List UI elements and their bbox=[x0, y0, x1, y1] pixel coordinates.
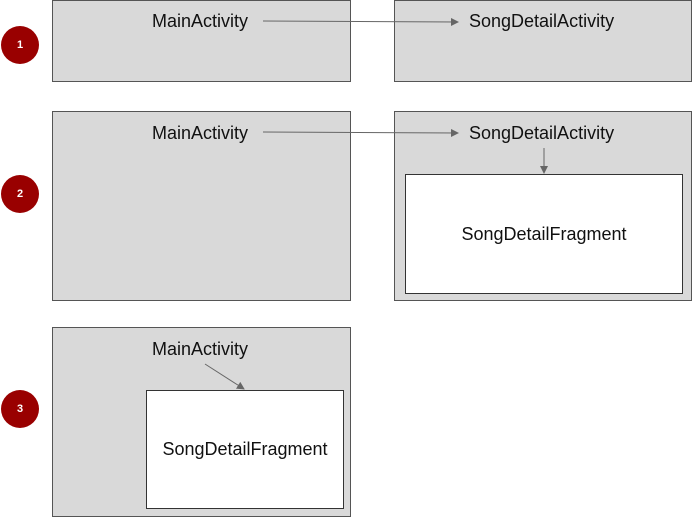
song-detail-activity-box-1 bbox=[394, 0, 692, 82]
song-detail-activity-label-2: SongDetailActivity bbox=[469, 123, 615, 143]
song-detail-fragment-box-3: SongDetailFragment bbox=[146, 390, 344, 509]
main-activity-label-3: MainActivity bbox=[152, 339, 249, 359]
song-detail-fragment-box-2: SongDetailFragment bbox=[405, 174, 683, 294]
step-badge-1: 1 bbox=[1, 26, 39, 64]
song-detail-activity-label-1: SongDetailActivity bbox=[469, 11, 615, 31]
main-activity-box-1 bbox=[52, 0, 351, 82]
main-activity-label-2: MainActivity bbox=[152, 123, 249, 143]
step-badge-2: 2 bbox=[1, 175, 39, 213]
step-badge-3: 3 bbox=[1, 390, 39, 428]
main-activity-label-1: MainActivity bbox=[152, 11, 249, 31]
main-activity-box-2 bbox=[52, 111, 351, 301]
